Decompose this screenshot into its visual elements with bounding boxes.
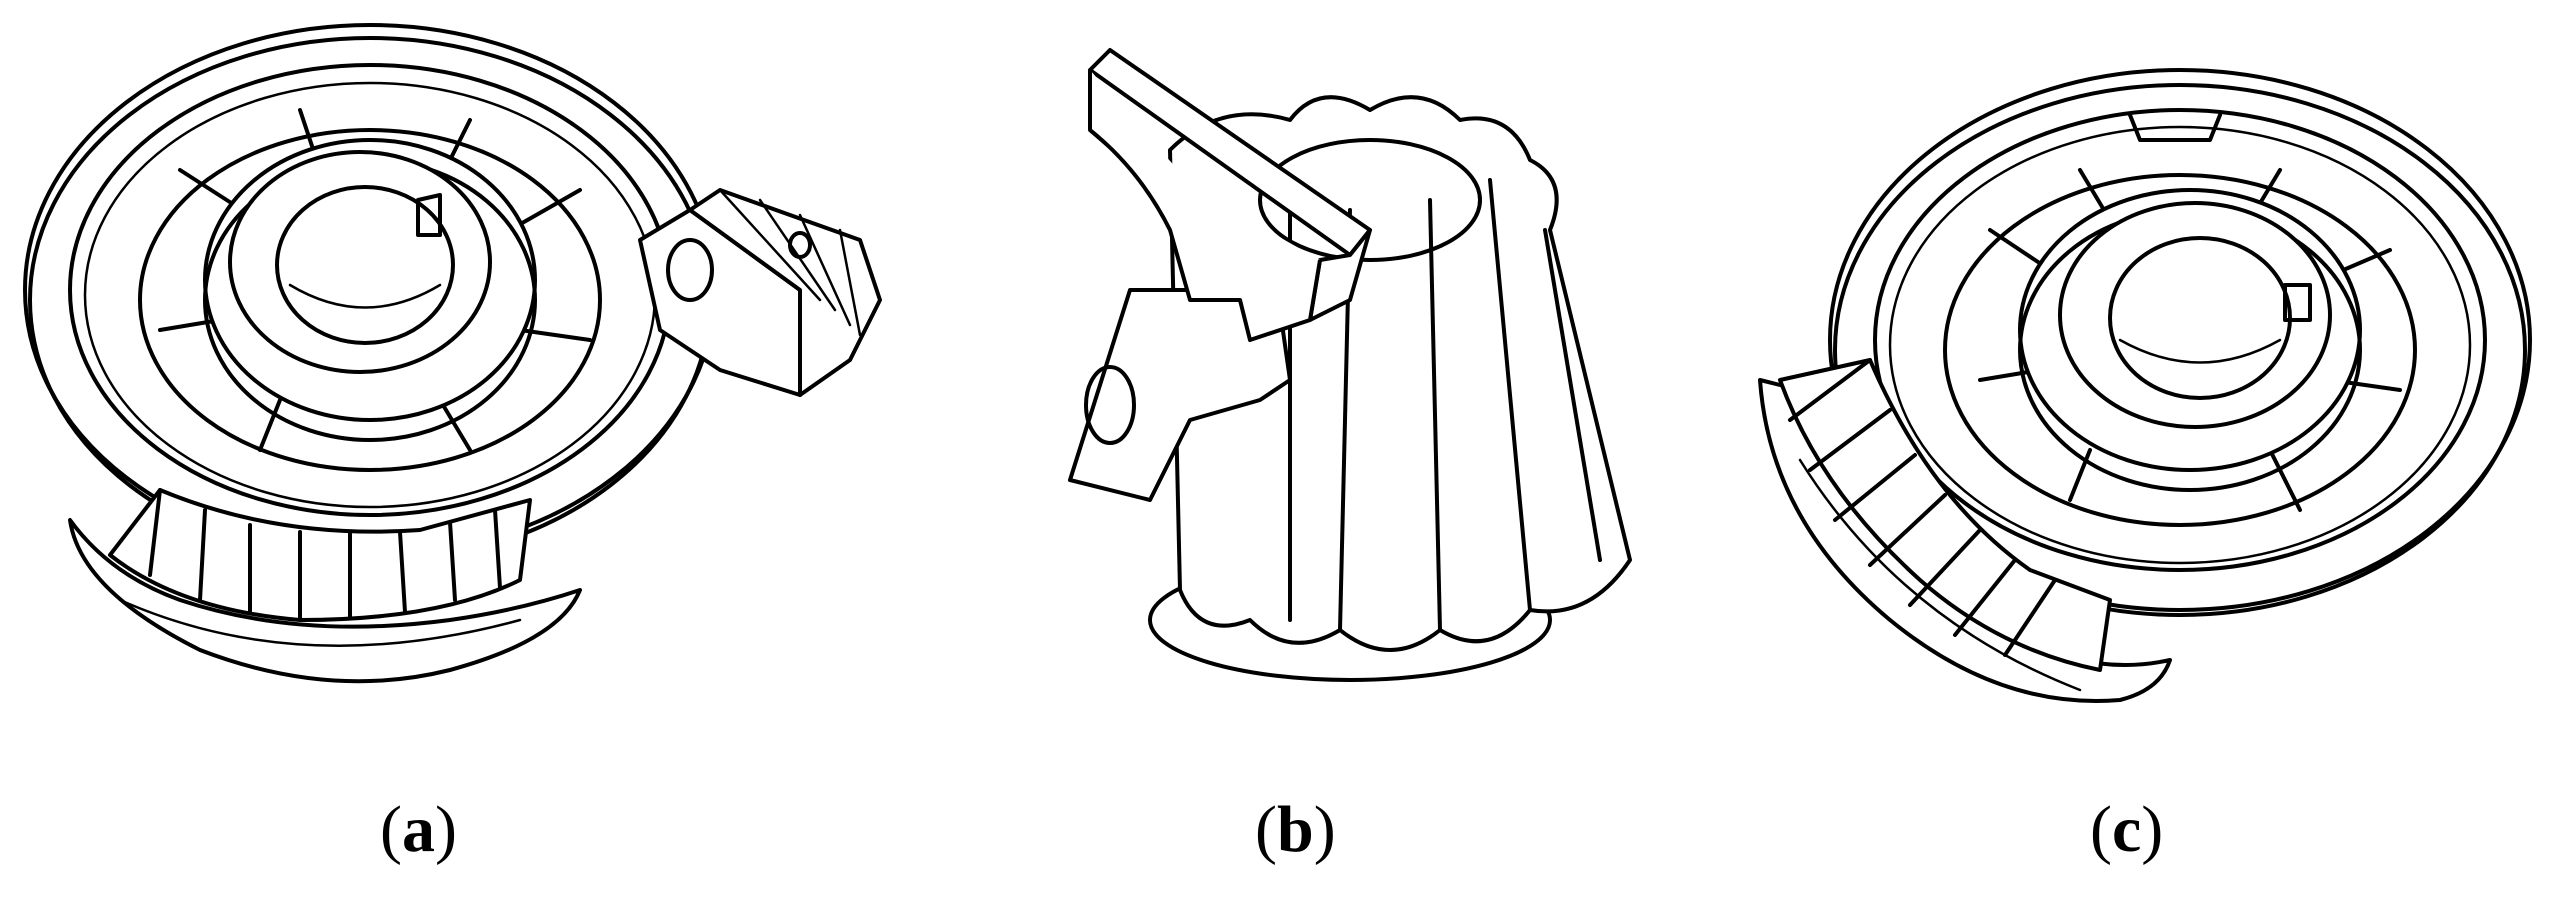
caption-b: (b) xyxy=(1255,790,1336,870)
caption-b-open: ( xyxy=(1255,793,1277,866)
caption-a-close: ) xyxy=(434,793,457,866)
caption-b-close: ) xyxy=(1313,793,1336,866)
pinion-lever-b-illustration xyxy=(1068,48,1632,682)
caption-c-letter: c xyxy=(2111,793,2142,866)
caption-c: (c) xyxy=(2090,790,2163,870)
caption-c-open: ( xyxy=(2090,793,2112,866)
caption-b-letter: b xyxy=(1276,793,1314,866)
caption-a-open: ( xyxy=(380,793,402,866)
panel-b-drawing xyxy=(990,0,1670,780)
gear-assembly-a-illustration xyxy=(23,23,882,684)
caption-c-close: ) xyxy=(2141,793,2164,866)
caption-a-letter: a xyxy=(401,793,435,866)
gear-assembly-c-illustration xyxy=(1758,68,2532,703)
panel-a-drawing xyxy=(0,0,900,780)
panel-c-drawing xyxy=(1740,0,2554,780)
caption-a: (a) xyxy=(380,790,457,870)
